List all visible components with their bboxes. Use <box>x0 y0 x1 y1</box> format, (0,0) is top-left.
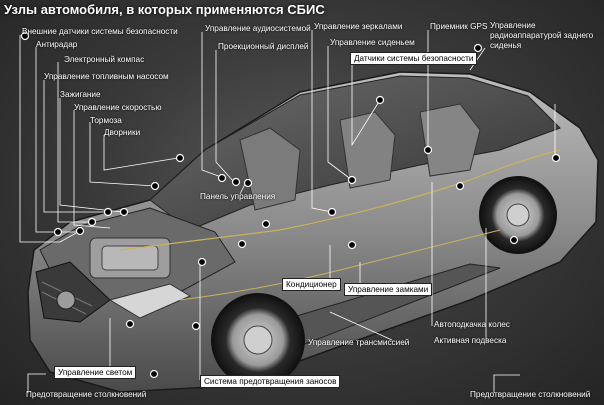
label-skid: Система предотвращения заносов <box>200 375 341 388</box>
headlight <box>108 283 192 319</box>
label-control-panel: Панель управления <box>200 192 276 201</box>
label-seat: Управление сиденьем <box>330 38 415 47</box>
callout-dots <box>20 31 561 379</box>
label-wipers: Дворники <box>104 128 141 137</box>
label-speed: Управление скоростью <box>74 103 162 112</box>
diagram-title: Узлы автомобиля, в которых применяются С… <box>4 2 325 17</box>
label-projection: Проекционный дисплей <box>218 42 309 51</box>
label-brakes: Тормоза <box>90 116 122 125</box>
label-collision-front: Предотвращение столкновений <box>26 390 147 399</box>
label-active-suspension: Активная подвеска <box>434 336 507 345</box>
label-collision-rear: Предотвращение столкновений <box>470 390 591 399</box>
label-external-sensors: Внешние датчики системы безопасности <box>22 27 178 36</box>
label-ac: Кондиционер <box>282 278 341 291</box>
label-compass: Электронный компас <box>64 55 145 64</box>
label-locks: Управление замками <box>344 283 433 296</box>
label-auto-pump: Автоподкачка колес <box>434 320 510 329</box>
label-audio: Управление аудиосистемой <box>205 24 311 33</box>
label-safety-sensors: Датчики системы безопасности <box>350 52 478 65</box>
label-lights: Управление светом <box>54 366 137 379</box>
label-antiradar: Антирадар <box>36 40 78 49</box>
leader-lines <box>19 30 556 393</box>
label-fuel-pump: Управление топливным насосом <box>44 72 169 81</box>
label-ignition: Зажигание <box>60 90 101 99</box>
front-grille <box>35 261 111 323</box>
label-rear-seat-radio: Управление радиоаппаратурой заднего сиде… <box>490 21 594 50</box>
label-mirrors: Управление зеркалами <box>314 22 403 31</box>
label-transmission: Управление трансмиссией <box>308 338 410 347</box>
label-gps: Приемник GPS <box>430 22 488 31</box>
